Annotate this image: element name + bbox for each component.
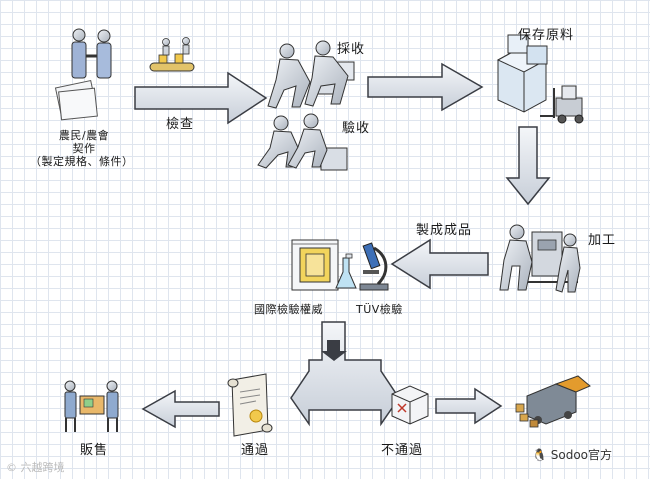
rejected-box-icon (391, 385, 429, 425)
brand-watermark: 🐧 Sodoo官方 (532, 448, 613, 462)
acceptance-label: 驗收 (342, 121, 371, 136)
corner-watermark: © 六越跨境 (6, 461, 65, 474)
processing-label: 加工 (588, 233, 617, 248)
handshake-contract-icon (54, 28, 112, 121)
finished-product-label: 製成成品 (416, 223, 473, 238)
sale-handover-icon (64, 380, 119, 432)
sale-label: 販售 (80, 443, 109, 458)
farmer-label-line1: 農民/農會 (58, 129, 110, 142)
storage-label: 保存原料 (518, 28, 575, 43)
arrow-farmer-to-harvest (134, 71, 268, 125)
harvest-workers-icon (267, 40, 355, 109)
arrow-processing-to-lab (390, 238, 489, 290)
pass-label: 通過 (241, 443, 270, 458)
certificate-scroll-icon (227, 373, 273, 437)
lab-flasks-icon (335, 253, 357, 289)
farmer-label-line3: （製定規格、條件） (30, 155, 134, 168)
arrow-pass-to-sale (141, 389, 220, 429)
forklift-icon (540, 85, 584, 124)
disposal-truck-icon (515, 375, 591, 428)
authority-label: 國際檢驗權威 (254, 303, 323, 316)
arrow-storage-to-processing (505, 126, 551, 206)
inspect-label: 檢查 (166, 117, 195, 132)
arrow-inspection-split (290, 321, 400, 427)
product-box-icon (291, 239, 339, 291)
farmer-label-line2: 契作 (72, 142, 96, 155)
harvest-label: 採收 (337, 42, 366, 57)
microscope-icon (359, 242, 389, 291)
storage-warehouse-icon (496, 34, 548, 113)
acceptance-workers-icon (257, 113, 348, 171)
tuv-label: TÜV檢驗 (356, 303, 403, 316)
processing-workers-icon (499, 224, 581, 293)
arrow-fail-to-discard (435, 387, 503, 425)
fail-label: 不通過 (381, 443, 424, 458)
conveyor-workers-icon (149, 37, 195, 72)
arrow-down-marker (321, 340, 347, 361)
arrow-harvest-to-storage (367, 62, 484, 112)
